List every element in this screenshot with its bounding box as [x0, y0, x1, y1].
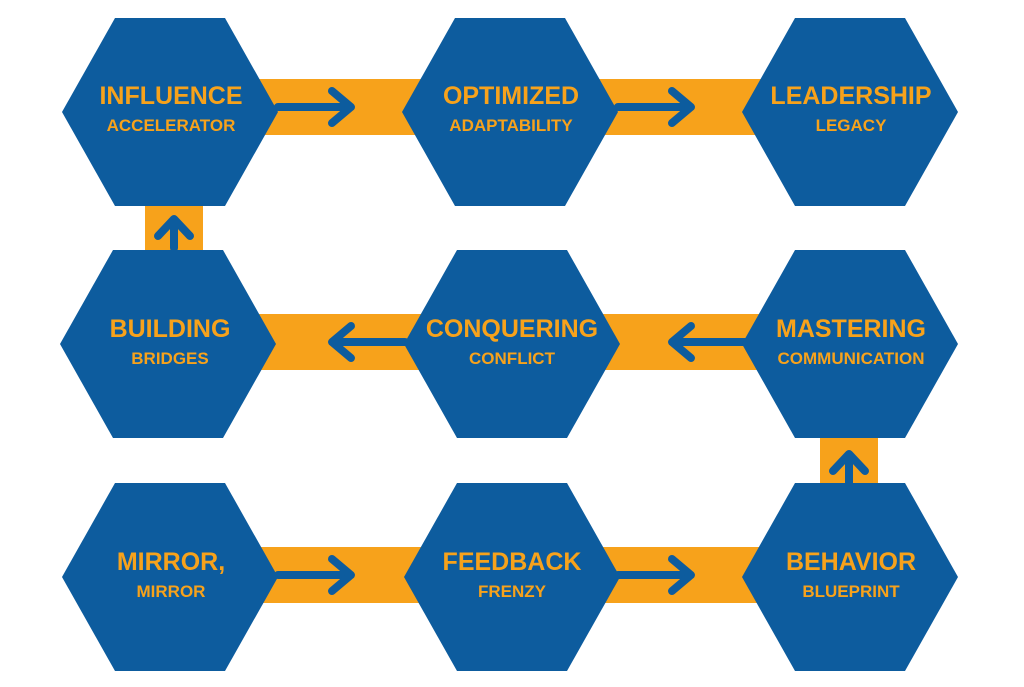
step-building-bridges: BUILDING BRIDGES — [60, 250, 276, 438]
step-title: BEHAVIOR — [786, 548, 916, 576]
step-subtitle: ACCELERATOR — [107, 116, 236, 135]
arrow-up-icon — [154, 215, 194, 252]
step-subtitle: LEGACY — [816, 116, 888, 135]
step-subtitle: COMMUNICATION — [778, 349, 925, 368]
step-title: BUILDING — [110, 315, 231, 343]
arrow-right-icon — [614, 87, 695, 127]
step-title: MIRROR, — [117, 548, 225, 576]
step-mastering-communication: MASTERING COMMUNICATION — [742, 250, 958, 438]
arrow-up-icon — [829, 450, 869, 487]
step-subtitle: FRENZY — [478, 582, 547, 601]
step-subtitle: ADAPTABILITY — [449, 116, 573, 135]
step-subtitle: CONFLICT — [469, 349, 556, 368]
step-influence-accelerator: INFLUENCE ACCELERATOR — [62, 18, 278, 206]
arrow-left-icon — [668, 322, 749, 362]
step-feedback-frenzy: FEEDBACK FRENZY — [404, 483, 620, 671]
step-subtitle: BLUEPRINT — [802, 582, 900, 601]
arrow-right-icon — [274, 87, 355, 127]
step-title: LEADERSHIP — [770, 82, 931, 110]
step-subtitle: BRIDGES — [131, 349, 208, 368]
step-behavior-blueprint: BEHAVIOR BLUEPRINT — [742, 483, 958, 671]
arrow-left-icon — [328, 322, 409, 362]
step-mirror-mirror: MIRROR, MIRROR — [62, 483, 278, 671]
step-title: CONQUERING — [426, 315, 598, 343]
step-optimized-adaptability: OPTIMIZED ADAPTABILITY — [402, 18, 618, 206]
step-subtitle: MIRROR — [137, 582, 206, 601]
step-title: MASTERING — [776, 315, 926, 343]
step-title: OPTIMIZED — [443, 82, 579, 110]
hexagons: INFLUENCE ACCELERATOR OPTIMIZED ADAPTABI… — [60, 18, 958, 671]
arrow-right-icon — [614, 555, 695, 595]
step-conquering-conflict: CONQUERING CONFLICT — [404, 250, 620, 438]
step-title: FEEDBACK — [443, 548, 582, 576]
arrow-right-icon — [274, 555, 355, 595]
step-title: INFLUENCE — [99, 82, 242, 110]
step-leadership-legacy: LEADERSHIP LEGACY — [742, 18, 958, 206]
arrows — [154, 87, 869, 595]
